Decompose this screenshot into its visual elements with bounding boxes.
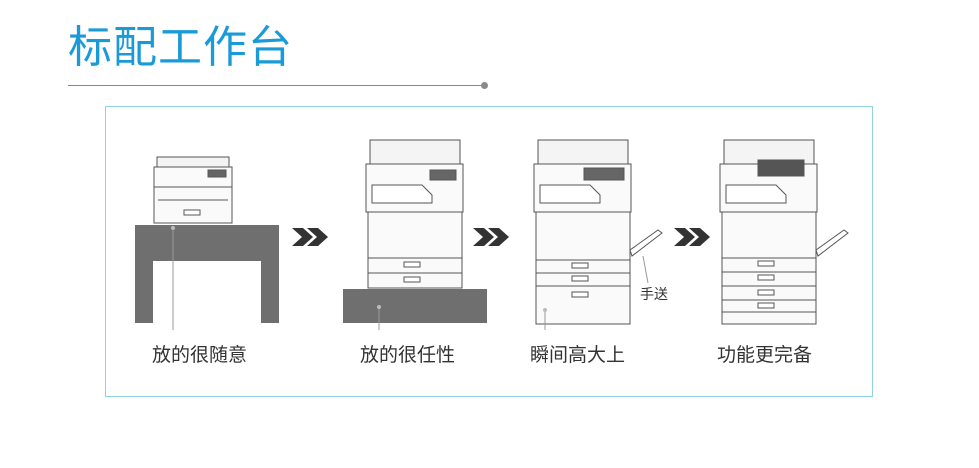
title-underline <box>68 85 484 86</box>
step-4-full-printer <box>719 139 849 325</box>
manual-feed-label: 手送 <box>640 287 668 303</box>
double-chevron-right-icon <box>674 228 710 246</box>
double-chevron-right-icon <box>473 228 509 246</box>
step-2-caption: 放的很任性 <box>360 344 456 366</box>
title-underline-dot <box>481 82 488 89</box>
step-1-caption: 放的很随意 <box>152 344 248 366</box>
page-title: 标配工作台 <box>68 22 293 73</box>
step-1-printer-on-table <box>135 156 279 330</box>
step-3-tall-printer <box>533 139 663 330</box>
illustration-frame <box>105 106 873 397</box>
step-2-printer-on-base <box>343 139 487 330</box>
double-chevron-right-icon <box>292 228 328 246</box>
step-3-caption: 瞬间高大上 <box>530 344 626 366</box>
step-4-caption: 功能更完备 <box>717 344 813 366</box>
